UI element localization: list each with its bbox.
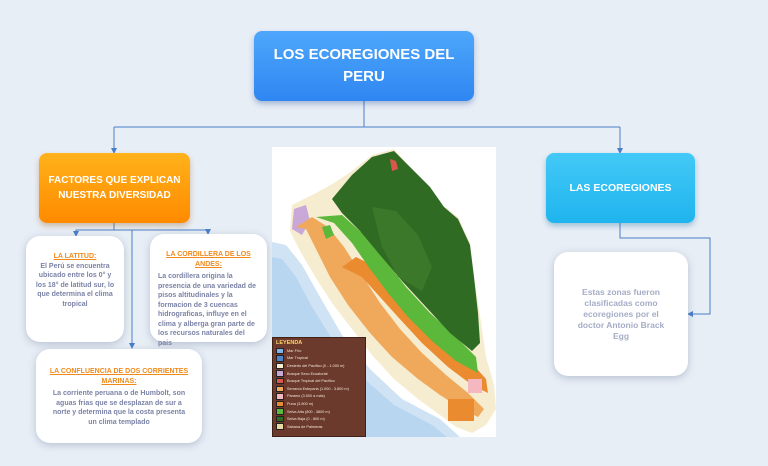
root-title-node[interactable]: LOS ECOREGIONES DEL PERU [254,31,474,101]
peru-ecoregions-map [272,147,496,437]
legend-swatch [276,377,284,385]
legend-label: Mar Tropical [287,356,308,361]
legend-swatch [276,355,284,362]
legend-swatch [276,393,284,400]
legend-label: Sabana de Palmeras [287,424,323,429]
legend-label: Bosque Tropical del Pacifico [287,379,335,384]
legend-label: Selva Alta (800 - 3800 m) [287,409,330,414]
factors-node[interactable]: FACTORES QUE EXPLICAN NUESTRA DIVERSIDAD [39,153,190,223]
legend-item: Bosque Seco Ecuatorial [276,370,362,378]
legend-swatch [276,400,284,408]
currents-card[interactable]: LA CONFLUENCIA DE DOS CORRIENTES MARINAS… [36,349,202,443]
legend-label: Páramo (3.500 a más) [287,394,325,399]
legend-item: Bosque Tropical del Pacifico [276,377,362,385]
ecoregions-title: LAS ECOREGIONES [569,182,672,194]
currents-title: LA CONFLUENCIA DE DOS CORRIENTES MARINAS… [49,368,189,385]
latitude-title: LA LATITUD: [53,253,97,260]
andes-text: La cordillera origina la presencia de un… [158,273,257,347]
legend-item: Mar Tropical [276,355,362,363]
legend-item: Sabana de Palmeras [276,423,362,431]
legend-swatch [276,370,284,377]
factors-title: FACTORES QUE EXPLICAN NUESTRA DIVERSIDAD [48,175,181,201]
latitude-text: El Perú se encuentra ubicado entre los 0… [35,262,115,308]
legend-item: Puna (3.800 m) [276,400,362,408]
legend-item: Páramo (3.500 a más) [276,393,362,401]
legend-swatch [276,423,284,430]
legend-swatch [276,362,284,370]
legend-item: Desierto del Pacifico (0 - 1.000 m) [276,362,362,370]
legend-item: Serranía Esteparia (1.000 - 3.800 m) [276,385,362,393]
legend-label: Selva Baja (0 - 800 m) [287,417,325,422]
legend-item: Mar Frío [276,347,362,355]
root-title: LOS ECOREGIONES DEL PERU [273,46,455,85]
legend-label: Desierto del Pacifico (0 - 1.000 m) [287,363,345,368]
andes-card[interactable]: LA CORDILLERA DE LOS ANDES: La cordiller… [150,234,267,347]
legend-item: Selva Alta (800 - 3800 m) [276,408,362,416]
legend-label: Bosque Seco Ecuatorial [287,371,328,376]
peru-map-graphic [272,147,496,437]
ecoregions-card[interactable]: Estas zonas fueron clasificadas como eco… [554,252,688,376]
legend-swatch [276,408,284,415]
ecoregions-text: Estas zonas fueron clasificadas como eco… [577,286,665,341]
legend-label: Puna (3.800 m) [287,401,314,406]
legend-label: Mar Frío [287,348,302,353]
legend-item: Selva Baja (0 - 800 m) [276,415,362,423]
legend-swatch [276,415,284,423]
ecoregions-node[interactable]: LAS ECOREGIONES [546,153,695,223]
currents-text: La corriente peruana o de Humbolt, son a… [52,390,186,426]
legend-title: LEYENDA [276,340,303,346]
andes-title: LA CORDILLERA DE LOS ANDES: [166,251,251,268]
legend-swatch [276,347,284,355]
legend-swatch [276,385,284,393]
legend-label: Serranía Esteparia (1.000 - 3.800 m) [287,386,349,391]
latitude-card[interactable]: LA LATITUD: El Perú se encuentra ubicado… [26,236,124,342]
